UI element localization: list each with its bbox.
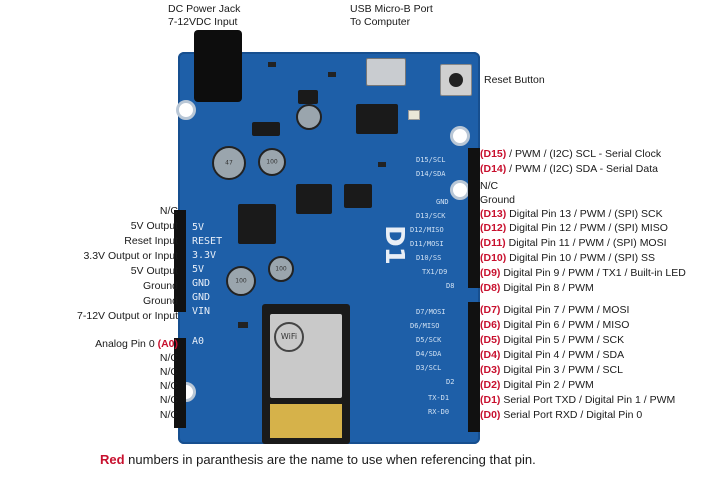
left-label-analog-pin: Analog Pin 0 (A0) bbox=[95, 338, 178, 350]
silk-d0: RX-D0 bbox=[428, 408, 450, 416]
right-label-d14: (D14) / PWM / (I2C) SDA - Serial Data bbox=[480, 163, 658, 175]
silk-d13: D13/SCK bbox=[416, 212, 446, 220]
reset-button-label: Reset Button bbox=[484, 74, 545, 86]
capacitor: 47 bbox=[212, 146, 246, 180]
mounting-hole bbox=[450, 180, 470, 200]
small-ic bbox=[344, 184, 372, 208]
wifi-logo: WiFi bbox=[274, 322, 304, 352]
right-label-nc: N/C bbox=[480, 180, 499, 192]
capacitor: 100 bbox=[268, 256, 294, 282]
diode bbox=[252, 122, 280, 136]
mounting-hole bbox=[450, 126, 470, 146]
capacitor: 100 bbox=[258, 148, 286, 176]
right-label-d6: (D6) Digital Pin 6 / PWM / MISO bbox=[480, 319, 630, 331]
regulator-chip bbox=[296, 184, 332, 214]
left-label-vin: 7-12V Output or Input bbox=[77, 310, 178, 322]
voltage-regulator bbox=[238, 204, 276, 244]
silk-gnd: GND bbox=[192, 278, 211, 289]
silk-d9: TX1/D9 bbox=[422, 268, 448, 276]
silk-vin: VIN bbox=[192, 306, 211, 317]
silk-d6: D6/MISO bbox=[410, 322, 440, 330]
left-label-ground-2: Ground bbox=[142, 295, 178, 307]
capacitor bbox=[296, 104, 322, 130]
left-pin-header bbox=[174, 210, 186, 312]
right-label-d15: (D15) / PWM / (I2C) SCL - Serial Clock bbox=[480, 148, 662, 160]
left-label-nc-a5: N/C bbox=[159, 409, 178, 421]
esp-wifi-module: WiFi bbox=[262, 304, 350, 444]
silk-d2: D2 bbox=[446, 378, 455, 386]
smd-part bbox=[328, 72, 336, 77]
right-label-d0: (D0) Serial Port RXD / Digital Pin 0 bbox=[480, 409, 643, 421]
left-label-nc-a2: N/C bbox=[159, 366, 178, 378]
capacitor: 100 bbox=[226, 266, 256, 296]
silk-a0: A0 bbox=[192, 336, 205, 347]
left-analog-header bbox=[174, 338, 186, 428]
caption-red-word: Red bbox=[100, 452, 125, 467]
usb-micro-b-port bbox=[366, 58, 406, 86]
left-label-nc-a4: N/C bbox=[159, 394, 178, 406]
left-label-reset-input: Reset Input bbox=[124, 235, 178, 247]
right-label-d10: (D10) Digital Pin 10 / PWM / (SPI) SS bbox=[480, 252, 656, 264]
right-label-d12: (D12) Digital Pin 12 / PWM / (SPI) MISO bbox=[480, 222, 668, 234]
mounting-hole bbox=[176, 100, 196, 120]
silk-d4: D4/SDA bbox=[416, 350, 442, 358]
silk-gnd-2: GND bbox=[192, 292, 211, 303]
silk-reset: RESET bbox=[192, 236, 223, 247]
right-label-d11: (D11) Digital Pin 11 / PWM / (SPI) MOSI bbox=[480, 237, 667, 249]
wemos-d1-board: 5V RESET 3.3V 5V GND GND VIN A0 D15/SCL … bbox=[174, 30, 480, 444]
right-label-ground: Ground bbox=[480, 194, 516, 206]
silk-d5: D5/SCK bbox=[416, 336, 442, 344]
crystal bbox=[298, 90, 318, 104]
silk-d7: D7/MOSI bbox=[416, 308, 446, 316]
silk-5v-2: 5V bbox=[192, 264, 205, 275]
left-label-ground: Ground bbox=[142, 280, 178, 292]
caption-text: numbers in paranthesis are the name to u… bbox=[124, 452, 536, 467]
dc-power-jack bbox=[194, 30, 242, 102]
right-label-d8: (D8) Digital Pin 8 / PWM bbox=[480, 282, 594, 294]
caption: Red numbers in paranthesis are the name … bbox=[100, 452, 536, 467]
right-label-d13: (D13) Digital Pin 13 / PWM / (SPI) SCK bbox=[480, 208, 663, 220]
silk-d14: D14/SDA bbox=[416, 170, 446, 178]
right-label-d4: (D4) Digital Pin 4 / PWM / SDA bbox=[480, 349, 625, 361]
dc-jack-label: DC Power Jack 7-12VDC Input bbox=[168, 3, 241, 28]
smd-part bbox=[268, 62, 276, 67]
silk-d12: D12/MISO bbox=[410, 226, 444, 234]
right-pin-header-bottom bbox=[468, 302, 480, 432]
left-label-3v3: 3.3V Output or Input bbox=[83, 250, 178, 262]
left-label-5v-output-2: 5V Output bbox=[130, 265, 178, 277]
smd-part bbox=[238, 322, 248, 328]
usb-port-label: USB Micro-B Port To Computer bbox=[350, 3, 433, 28]
silk-3v3: 3.3V bbox=[192, 250, 217, 261]
left-label-nc: N/C bbox=[159, 205, 178, 217]
left-label-nc-a3: N/C bbox=[159, 380, 178, 392]
left-label-nc-a1: N/C bbox=[159, 352, 178, 364]
right-label-d1: (D1) Serial Port TXD / Digital Pin 1 / P… bbox=[480, 394, 676, 406]
silk-d1: TX-D1 bbox=[428, 394, 450, 402]
silk-d15: D15/SCL bbox=[416, 156, 446, 164]
right-label-d5: (D5) Digital Pin 5 / PWM / SCK bbox=[480, 334, 625, 346]
right-label-d7: (D7) Digital Pin 7 / PWM / MOSI bbox=[480, 304, 630, 316]
usb-serial-chip bbox=[356, 104, 398, 134]
silk-d3: D3/SCL bbox=[416, 364, 442, 372]
model-text: D1 bbox=[378, 225, 409, 265]
silk-gnd-r: GND bbox=[436, 198, 449, 206]
right-pin-header-top bbox=[468, 148, 480, 288]
silk-d11: D11/MOSI bbox=[410, 240, 444, 248]
right-label-d2: (D2) Digital Pin 2 / PWM bbox=[480, 379, 594, 391]
led bbox=[408, 110, 420, 120]
right-label-d3: (D3) Digital Pin 3 / PWM / SCL bbox=[480, 364, 623, 376]
silk-5v: 5V bbox=[192, 222, 205, 233]
reset-button bbox=[440, 64, 472, 96]
silk-d10: D10/SS bbox=[416, 254, 442, 262]
smd-part bbox=[378, 162, 386, 167]
silk-d8: D8 bbox=[446, 282, 455, 290]
left-label-5v-output: 5V Output bbox=[130, 220, 178, 232]
right-label-d9: (D9) Digital Pin 9 / PWM / TX1 / Built-i… bbox=[480, 267, 686, 279]
